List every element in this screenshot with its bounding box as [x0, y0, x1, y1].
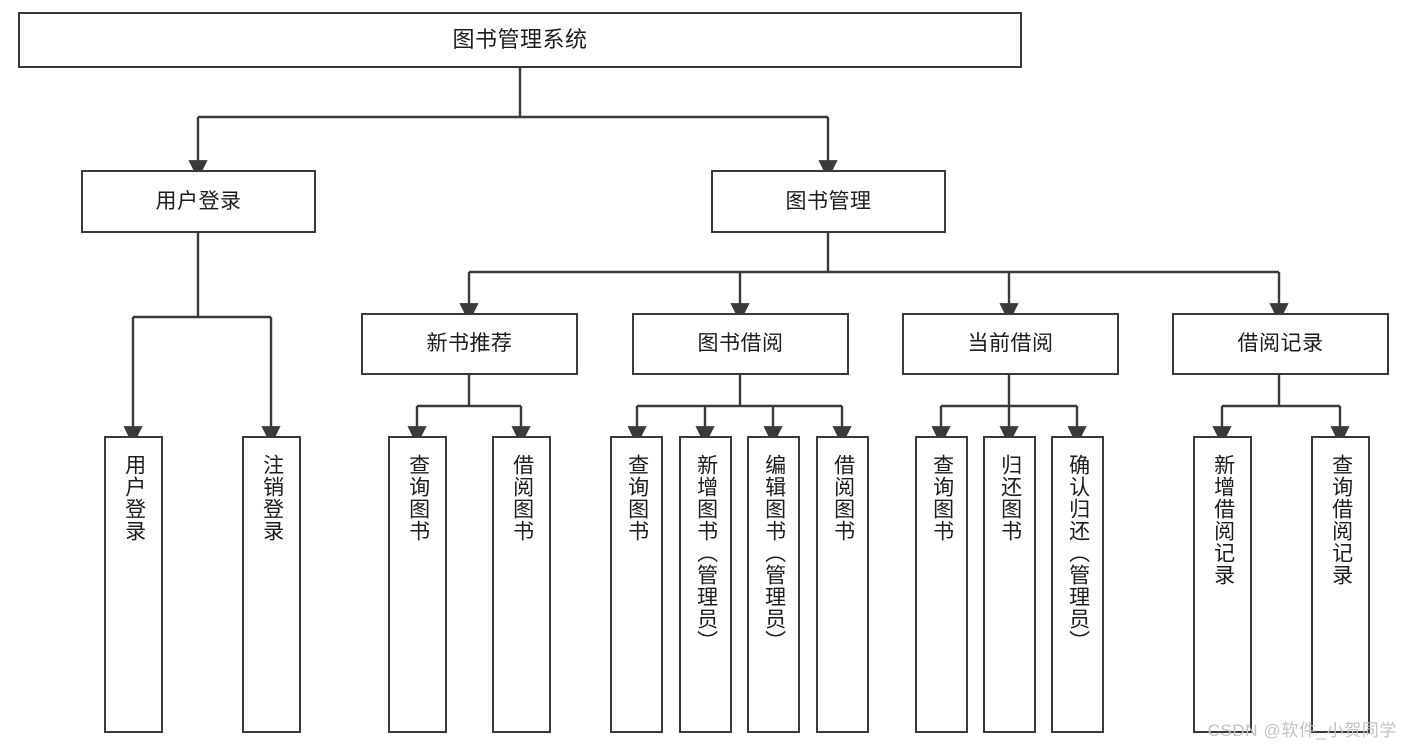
node-label: 查询借阅记录 [1329, 454, 1353, 586]
leaf-add-borrow-record[interactable]: 新增借阅记录 [1193, 436, 1252, 733]
leaf-query-book-current[interactable]: 查询图书 [915, 436, 968, 733]
node-label: 查询图书 [625, 454, 649, 542]
node-label: 用户登录 [122, 454, 146, 542]
leaf-borrow-book[interactable]: 借阅图书 [816, 436, 869, 733]
node-book-borrow[interactable]: 图书借阅 [632, 313, 849, 375]
node-label: 用户登录 [155, 189, 242, 213]
node-label: 借阅记录 [1237, 332, 1324, 356]
node-label: 新增借阅记录 [1211, 454, 1235, 586]
node-label: 查询图书 [406, 454, 430, 542]
node-borrow-record[interactable]: 借阅记录 [1172, 313, 1389, 375]
node-book-management[interactable]: 图书管理 [711, 170, 946, 233]
node-label: 图书管理 [785, 189, 872, 213]
node-label: 借阅图书 [510, 454, 534, 542]
leaf-borrow-book-new[interactable]: 借阅图书 [492, 436, 551, 733]
leaf-logout[interactable]: 注销登录 [242, 436, 301, 733]
leaf-add-book-admin[interactable]: 新增图书（管理员） [679, 436, 732, 733]
node-current-borrow[interactable]: 当前借阅 [902, 313, 1119, 375]
node-label: 确认归还（管理员） [1066, 454, 1090, 652]
leaf-query-book-new[interactable]: 查询图书 [388, 436, 447, 733]
node-label: 借阅图书 [831, 454, 855, 542]
node-label: 新增图书（管理员） [694, 454, 718, 652]
node-label: 图书借阅 [697, 332, 784, 356]
node-label: 当前借阅 [967, 332, 1054, 356]
leaf-query-book-borrow[interactable]: 查询图书 [610, 436, 663, 733]
leaf-return-book[interactable]: 归还图书 [983, 436, 1036, 733]
leaf-edit-book-admin[interactable]: 编辑图书（管理员） [747, 436, 800, 733]
node-label: 图书管理系统 [452, 26, 588, 52]
node-label: 新书推荐 [426, 332, 513, 356]
node-label: 查询图书 [930, 454, 954, 542]
leaf-user-login[interactable]: 用户登录 [104, 436, 163, 733]
watermark: CSDN @软件_小贺同学 [1207, 721, 1397, 740]
leaf-query-borrow-record[interactable]: 查询借阅记录 [1311, 436, 1370, 733]
node-label: 归还图书 [998, 454, 1022, 542]
node-label: 编辑图书（管理员） [762, 454, 786, 652]
node-new-book-recommend[interactable]: 新书推荐 [361, 313, 578, 375]
node-label: 注销登录 [260, 454, 284, 542]
leaf-confirm-return-admin[interactable]: 确认归还（管理员） [1051, 436, 1104, 733]
node-root-system[interactable]: 图书管理系统 [18, 12, 1022, 68]
node-user-login[interactable]: 用户登录 [81, 170, 316, 233]
